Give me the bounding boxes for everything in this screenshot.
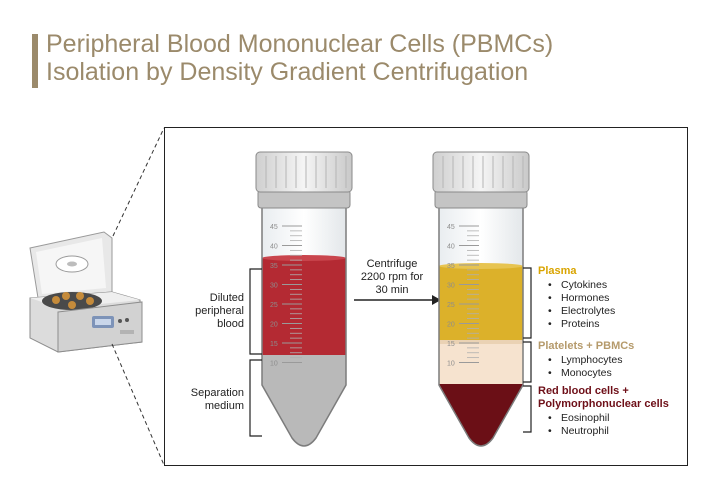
platelets-item: Monocytes (561, 367, 612, 379)
plasma-title: Plasma (538, 265, 577, 277)
tick-label: 30 (270, 283, 278, 290)
platelets-items: • Lymphocytes • Monocytes (548, 354, 622, 379)
tick-label: 45 (270, 224, 278, 231)
centrifuge-step-line3: 30 min (375, 284, 408, 296)
diagram-panel (164, 127, 688, 466)
centrifuge-machine-icon (29, 231, 143, 353)
diluted-blood-layer (262, 258, 346, 355)
blood-bracket (249, 268, 262, 355)
callout-line-bottom (111, 343, 165, 466)
svg-text:•: • (548, 305, 552, 317)
tick-label: 15 (270, 341, 278, 348)
rbc-item: Eosinophil (561, 412, 609, 424)
tick-label: 35 (270, 263, 278, 270)
plasma-item: Hormones (561, 292, 609, 304)
callout-line-top (112, 127, 165, 237)
arrow-right-icon (354, 295, 441, 305)
tick-label: 10 (447, 361, 455, 368)
svg-text:•: • (548, 412, 552, 424)
left-tube-cap (255, 151, 353, 193)
tick-label: 35 (447, 263, 455, 270)
tick-label: 30 (447, 283, 455, 290)
centrifuge-step-line1: Centrifuge (367, 258, 418, 270)
tick-label: 25 (270, 302, 278, 309)
tick-label: 40 (270, 244, 278, 251)
medium-label-line1: Separation (191, 387, 244, 399)
platelets-title: Platelets + PBMCs (538, 340, 634, 352)
title-accent-bar (32, 34, 38, 88)
rbc-bracket (523, 385, 532, 433)
plasma-items: • Cytokines • Hormones • Electrolytes • Prot… (548, 279, 615, 330)
tick-label: 20 (270, 322, 278, 329)
tick-label: 40 (447, 244, 455, 251)
tick-label: 45 (447, 224, 455, 231)
svg-text:•: • (548, 279, 552, 291)
buffy-coat-line (439, 340, 523, 344)
plasma-bracket (523, 267, 532, 339)
rbc-item: Neutrophil (561, 425, 609, 437)
left-tube-ticks: 45 40 35 30 25 20 15 10 (270, 224, 302, 368)
blood-label-line3: blood (217, 318, 244, 330)
svg-text:•: • (548, 354, 552, 366)
page-title: Peripheral Blood Mononuclear Cells (PBMC… (46, 30, 553, 86)
rbc-title-line1: Red blood cells + (538, 385, 629, 397)
medium-label-line2: medium (205, 400, 244, 412)
plasma-layer (439, 266, 523, 340)
rbc-layer (439, 384, 523, 446)
plasma-item: Cytokines (561, 279, 607, 291)
title-line-2: Isolation by Density Gradient Centrifuga… (46, 58, 529, 86)
platelets-bracket (523, 341, 532, 383)
centrifuge-step-line2: 2200 rpm for (361, 271, 424, 283)
plasma-item: Proteins (561, 318, 600, 330)
tick-label: 25 (447, 302, 455, 309)
svg-text:•: • (548, 292, 552, 304)
pbmc-layer (439, 340, 523, 384)
svg-text:•: • (548, 367, 552, 379)
blood-label-line1: Diluted (210, 292, 244, 304)
tick-label: 10 (270, 361, 278, 368)
right-tube-cap (432, 151, 530, 193)
title-line-1: Peripheral Blood Mononuclear Cells (PBMC… (46, 30, 554, 58)
tick-label: 15 (447, 341, 455, 348)
svg-text:•: • (548, 318, 552, 330)
blood-label-line2: peripheral (195, 305, 244, 317)
left-tube: 45 40 35 30 25 20 15 10 (255, 151, 353, 447)
rbc-title-line2: Polymorphonuclear cells (538, 398, 669, 410)
svg-text:•: • (548, 425, 552, 437)
platelets-item: Lymphocytes (561, 354, 622, 366)
rbc-items: • Eosinophil • Neutrophil (548, 412, 609, 437)
medium-bracket (249, 359, 262, 437)
right-tube: 45 40 35 30 25 20 15 10 (432, 151, 530, 447)
plasma-item: Electrolytes (561, 305, 615, 317)
separation-medium-layer (262, 355, 346, 446)
right-tube-ticks: 45 40 35 30 25 20 15 10 (447, 224, 479, 368)
tick-label: 20 (447, 322, 455, 329)
